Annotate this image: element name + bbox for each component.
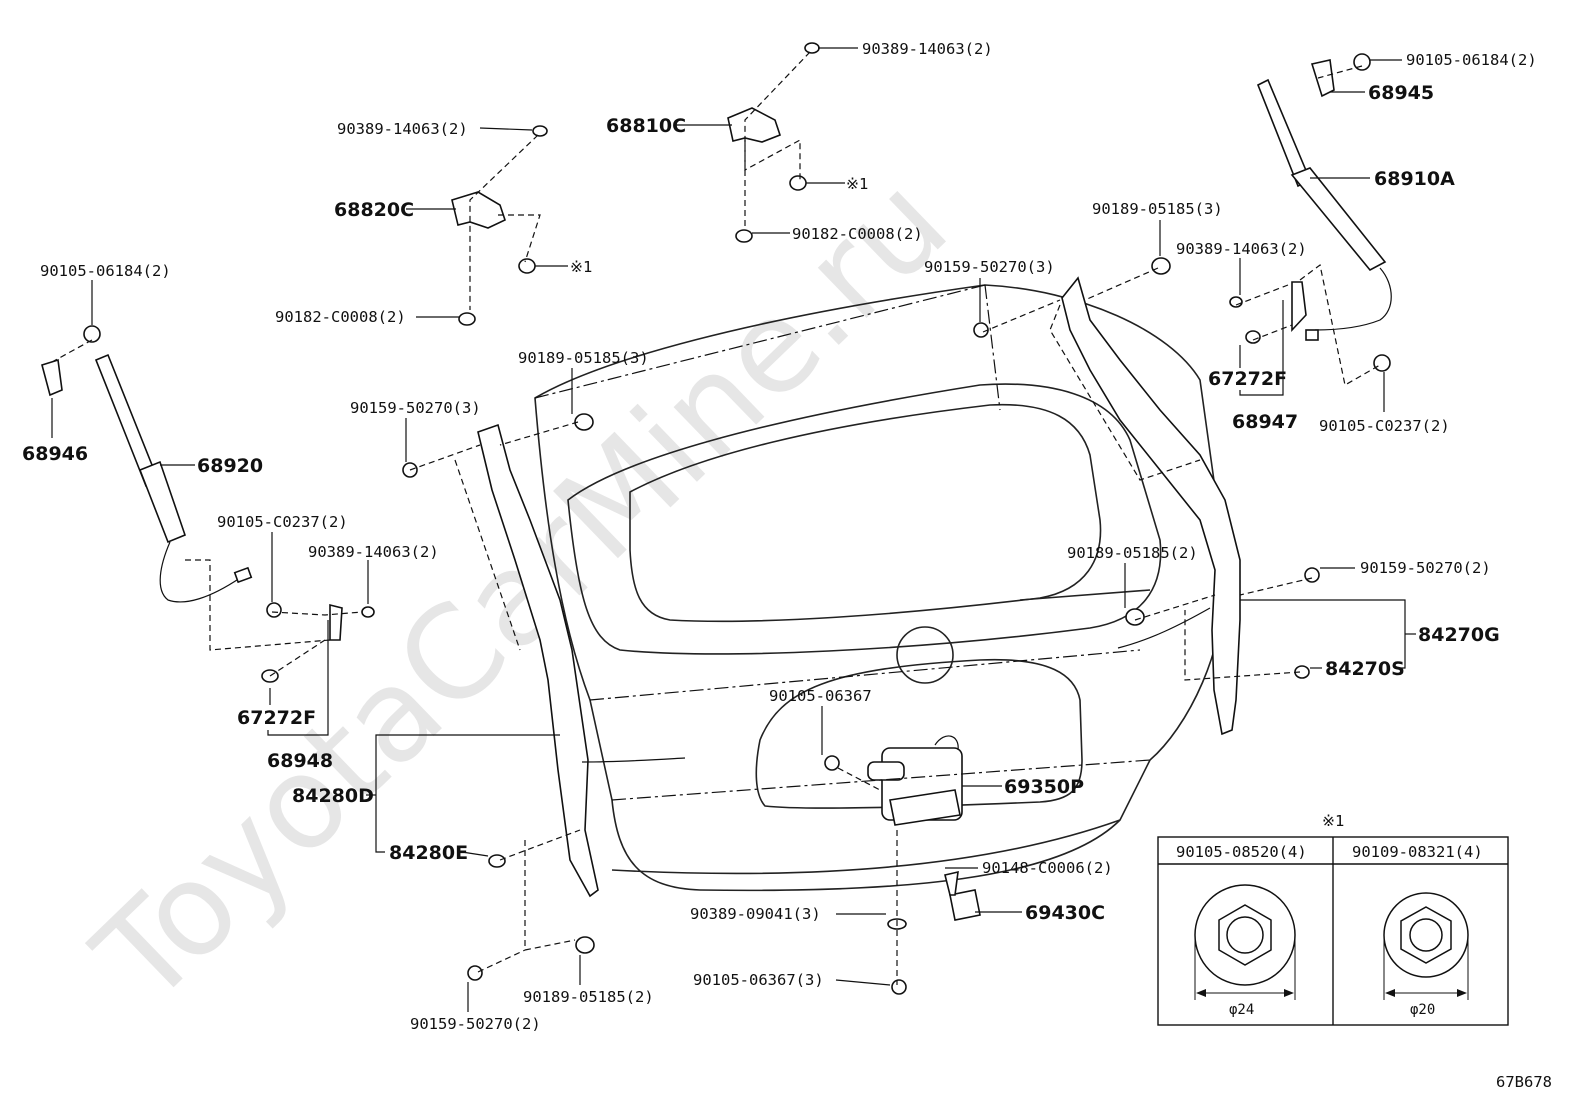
callout-label: 90189-05185(2) [1067, 544, 1198, 562]
weatherstrip-84270G [1061, 276, 1241, 736]
callout-label: 90159-50270(3) [924, 258, 1055, 276]
leader-lines [51, 47, 1416, 1012]
lock-assembly-69350P [867, 735, 963, 826]
callout-label: 68810C [606, 115, 686, 137]
callout-label: 90159-50270(2) [1360, 559, 1491, 577]
callout-label: 84270G [1418, 624, 1500, 646]
callout-label: 68820C [334, 199, 414, 221]
callout-label: 90182-C0008(2) [275, 308, 406, 326]
flange-nut-icon [1383, 892, 1469, 1000]
callout-label: 90389-09041(3) [690, 905, 821, 923]
callout-label: 68947 [1232, 411, 1298, 433]
gas-strut-68920 [94, 353, 253, 603]
installation-lines [51, 51, 1381, 985]
weatherstrip-84280D [477, 423, 599, 898]
inset-col1-part: 90105-08520(4) [1176, 843, 1307, 861]
callout-label: 69350P [1004, 776, 1084, 798]
callout-label: 68920 [197, 455, 263, 477]
callout-label: 90189-05185(3) [1092, 200, 1223, 218]
hinge-68810C [727, 107, 781, 143]
callout-label: ※1 [570, 258, 592, 276]
callout-label: 90389-14063(2) [337, 120, 468, 138]
callout-label: 68946 [22, 443, 88, 465]
switch-69430C [949, 889, 981, 921]
callout-label: 90159-50270(2) [410, 1015, 541, 1033]
callout-label: 90189-05185(3) [518, 349, 649, 367]
gas-strut-68910A [1256, 78, 1392, 341]
callout-label: 90159-50270(3) [350, 399, 481, 417]
callout-label: 84280D [292, 785, 374, 807]
inset-col2-dimension: φ20 [1410, 1002, 1435, 1018]
callout-label: 67272F [237, 707, 316, 729]
callout-label: 90105-06367 [769, 687, 872, 705]
callout-label: 90148-C0006(2) [982, 859, 1113, 877]
callout-label: 90389-14063(2) [308, 543, 439, 561]
callout-label: 90189-05185(2) [523, 988, 654, 1006]
inset-table: ※1 90105-08520(4) 90109-08321(4) φ24 [1157, 812, 1509, 1026]
inset-col1-dimension: φ24 [1229, 1002, 1254, 1018]
callout-label: 90389-14063(2) [1176, 240, 1307, 258]
callout-label: 90105-06367(3) [693, 971, 824, 989]
callout-label: 68945 [1368, 82, 1434, 104]
callout-label: 90105-06184(2) [1406, 51, 1537, 69]
callout-label: 84280E [389, 842, 468, 864]
inset-col2-part: 90109-08321(4) [1352, 843, 1483, 861]
back-door-panel [534, 284, 1227, 892]
callout-label: 84270S [1325, 658, 1405, 680]
callout-label: ※1 [846, 175, 868, 193]
callout-label: 90105-06184(2) [40, 262, 171, 280]
cable-left [581, 757, 686, 763]
callout-label: 69430C [1025, 902, 1105, 924]
cable-right [1117, 607, 1211, 649]
callout-label: 90105-C0237(2) [217, 513, 348, 531]
callout-label: 67272F [1208, 368, 1287, 390]
hinge-68820C [451, 191, 506, 229]
diagram-code: 67B678 [1496, 1073, 1552, 1091]
callout-label: 68910A [1374, 168, 1455, 190]
callout-label: 90105-C0237(2) [1319, 417, 1450, 435]
fasteners [41, 42, 1391, 995]
inset-marker: ※1 [1322, 812, 1344, 830]
callout-label: 90389-14063(2) [862, 40, 993, 58]
callout-label: 90182-C0008(2) [792, 225, 923, 243]
flange-nut-icon [1194, 884, 1296, 1000]
watermark: ToyotaCarMine.ru [67, 148, 976, 1033]
callout-label: 68948 [267, 750, 333, 772]
